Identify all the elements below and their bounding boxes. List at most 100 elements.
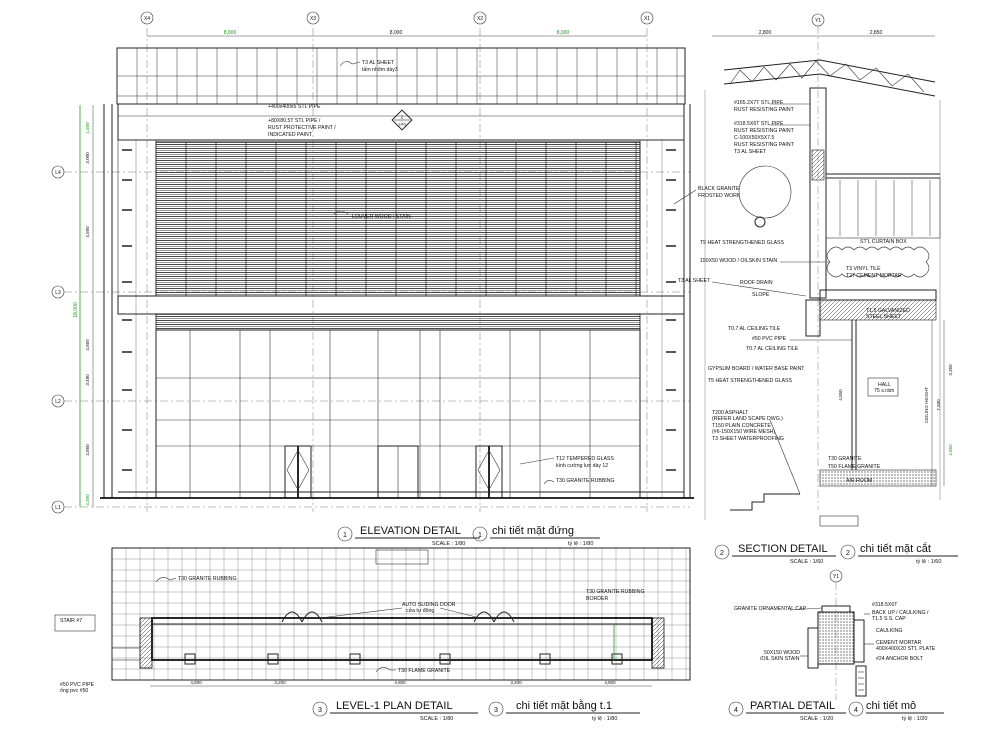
plan-note-granite: T30 GRANITE RUBBING	[178, 576, 237, 582]
section-note-12: T0.7 AL CEILING TILE	[728, 326, 781, 332]
section-hall: HALL	[878, 382, 891, 388]
top-dim-2: 8,000	[390, 30, 403, 36]
section-slope: SLOPE	[752, 292, 770, 298]
section-note-2: RUST RESISTING PAINT	[734, 107, 795, 113]
section-title: SECTION DETAIL	[738, 543, 828, 555]
plan-note-door-vn: cửa tự động	[406, 607, 434, 614]
section-dim-1: 4,850	[838, 389, 843, 401]
section-note-17: T200 ASPHALT	[712, 410, 749, 416]
section-number-2: 2	[846, 550, 850, 557]
partial-note-5: CAULKING	[876, 628, 903, 634]
note-glass: T12 TEMPERED GLASS	[556, 456, 614, 462]
section-top-dim-1: 2,800	[759, 30, 772, 36]
section-note-10: T3 AL SHEET	[678, 278, 711, 284]
left-dim-5: 4,850	[85, 444, 90, 456]
partial-detail: Y1 GRANITE ORNAMENTAL CAP #318.5X6T BACK…	[728, 569, 944, 722]
louver-screen	[155, 141, 641, 297]
section-note-14: T0.7 AL CEILING TILE	[746, 346, 799, 352]
plan-note-granite-2: T30 GRANITE RUBBING	[586, 589, 645, 595]
plan-detail: 4,800 3,200 4,800 3,200 4,800 T30 GRANIT…	[54, 547, 691, 722]
note-pipe2: +80X80.5T STL PIPE /	[268, 118, 321, 124]
section-dim-3: 3,350	[948, 364, 953, 376]
callout-number: 2	[401, 115, 404, 120]
section-right-note-1: ST'L CURTAIN BOX	[860, 239, 907, 245]
partial-title-block	[728, 701, 944, 717]
mid-louver-band	[155, 313, 641, 331]
section-note-4: RUST RESISTING PAINT	[734, 128, 795, 134]
left-dim-6: 4,350	[85, 494, 90, 506]
section-scale: SCALE : 1/60	[790, 559, 823, 565]
section-right-note-2: T3 VINYL TILE	[846, 266, 881, 272]
total-height-dim: 18,000	[73, 302, 79, 318]
section-wall	[704, 87, 945, 527]
plan-dim-1: 4,800	[190, 680, 202, 685]
plan-dim-3: 4,800	[394, 680, 406, 685]
plan-number: 3	[318, 707, 322, 714]
side-wall-panels	[117, 139, 685, 498]
partial-grid-label: Y1	[833, 574, 839, 580]
section-note-13: #50 PVC PIPE	[752, 336, 787, 342]
partial-title-vn: chi tiết mô	[866, 700, 916, 712]
roof-canopy	[116, 47, 686, 105]
section-note-21: T3 SHEET WATERPROOFING	[712, 436, 784, 442]
section-top-dim-2: 2,850	[870, 30, 883, 36]
grid-label-x3: X3	[310, 16, 316, 22]
plan-note-stair: STAIR #7	[60, 618, 82, 624]
section-note-9: 150X50 WOOD / OILSKIN STAIN	[700, 258, 777, 264]
side-ticks	[122, 149, 676, 471]
plan-number-2: 3	[494, 707, 498, 714]
elevation-detail: X4 X3 X2 X1 8,000 8,000 8,000 L4 L3 L2 L…	[51, 11, 741, 547]
plan-note-door: AUTO SLIDING DOOR	[402, 602, 456, 608]
section-right-note-3: T27 CEMENT MORTAR	[846, 273, 902, 279]
level-label-l3: L3	[55, 290, 61, 296]
section-air-room: AIR ROOM	[846, 478, 872, 484]
section-note-19: T150 PLAIN CONCRETE	[712, 423, 771, 429]
section-note-6: RUST RESISTING PAINT	[734, 142, 795, 148]
section-hall-vn: 75 s.ràm	[874, 388, 894, 394]
note-granite-bottom: T30 GRANITE RUBBING	[556, 478, 615, 484]
canopy-ribs	[116, 48, 678, 104]
note-top-sheet-vn: tấm nhôm dày3	[362, 67, 398, 73]
elevation-title-vn: chi tiết mặt đứng	[492, 525, 574, 537]
level-label-l4: L4	[55, 170, 61, 176]
plan-title-block	[312, 701, 640, 717]
note-indicated: INDICATED PAINT	[268, 132, 313, 138]
partial-note-3: BACK UP / CAULKING /	[872, 610, 929, 616]
partial-note-9: 50X150 WOOD	[764, 650, 800, 656]
section-title-block	[714, 544, 958, 560]
note-top-sheet: T3 AL SHEET	[362, 60, 395, 66]
note-granite-right: BLACK GRANITE	[698, 186, 740, 192]
elevation-number-2: 1	[478, 532, 482, 539]
plan-title-vn: chi tiết mặt bằng t.1	[516, 699, 612, 712]
section-title-vn: chi tiết mặt cắt	[860, 542, 931, 555]
level-label-l1: L1	[55, 505, 61, 511]
section-dim-4: 4,850	[948, 444, 953, 456]
grid-label-x4: X4	[144, 16, 150, 22]
section-grid-label: Y1	[815, 18, 821, 24]
section-scale-vn: tỷ lệ : 1/60	[916, 558, 941, 565]
partial-note-2: #318.5X6T	[872, 602, 898, 608]
top-dim-1: 8,000	[224, 30, 237, 36]
section-note-18: (REFER LAND SCAPE DWG.)	[712, 416, 783, 422]
level-label-l2: L2	[55, 399, 61, 405]
plan-grid-lines	[111, 547, 690, 681]
plan-note-pvc-vn: ống pvc #50	[60, 688, 88, 694]
plan-note-border: BORDER	[586, 596, 608, 602]
section-ceiling-lines	[839, 180, 931, 236]
section-dim-2: 7,500	[936, 399, 941, 411]
left-dim-7: 3,480	[85, 374, 90, 386]
detail-callout	[391, 109, 413, 131]
section-note-11: ROOF DRAIN	[740, 280, 773, 286]
top-dim-3: 8,000	[557, 30, 570, 36]
partial-note-10: /OIL SKIN STAIN	[760, 656, 800, 662]
elevation-title: ELEVATION DETAIL	[360, 525, 461, 537]
plan-scale-vn: tỷ lệ : 1/80	[592, 715, 617, 722]
section-note-8: T5 HEAT STRENGTHENED GLASS	[700, 240, 785, 246]
section-note-15: GYPSUM BOARD / WATER BASE PAINT	[708, 366, 805, 372]
level-lines	[51, 165, 690, 514]
plan-dim-2: 3,200	[274, 680, 286, 685]
section-number: 2	[720, 550, 724, 557]
partial-note-6: CEMENT MORTAR	[876, 640, 922, 646]
left-dim-3: 4,500	[85, 226, 90, 238]
section-note-1: #165.2X7T STL PIPE	[734, 100, 784, 106]
